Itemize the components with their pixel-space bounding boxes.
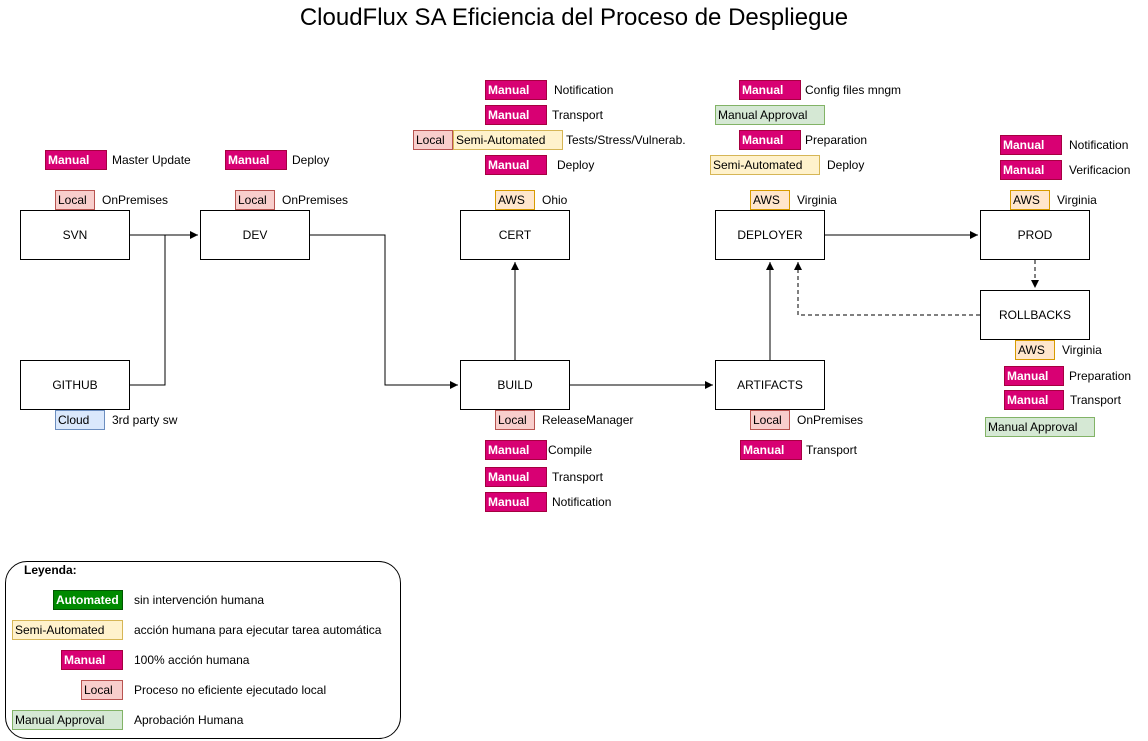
node-deployer[interactable]: DEPLOYER	[715, 210, 825, 260]
legend-desc: 100% acción humana	[134, 653, 250, 667]
tag-manual: Manual	[485, 155, 547, 175]
svn-task-label: Master Update	[112, 153, 191, 167]
tag-semi-automated: Semi-Automated	[453, 130, 563, 150]
github-location-label: 3rd party sw	[112, 413, 178, 427]
tag-manual-approval: Manual Approval	[715, 105, 825, 125]
deployer-task-label: Deploy	[827, 158, 865, 172]
tag-manual: Manual	[739, 80, 801, 100]
build-task-label: Notification	[552, 495, 612, 509]
tag-aws: AWS	[495, 190, 535, 210]
tag-local: Local	[55, 190, 95, 210]
node-prod[interactable]: PROD	[980, 210, 1090, 260]
dev-location-label: OnPremises	[282, 193, 349, 207]
tag-aws: AWS	[1010, 190, 1050, 210]
tag-semi-automated: Semi-Automated	[710, 155, 820, 175]
legend-tag-automated: Automated	[53, 590, 123, 610]
tag-manual: Manual	[485, 440, 547, 460]
deployer-task-label: Config files mngm	[805, 83, 902, 97]
build-location-label: ReleaseManager	[542, 413, 634, 427]
node-rollbacks[interactable]: ROLLBACKS	[980, 290, 1090, 340]
node-cert[interactable]: CERT	[460, 210, 570, 260]
rollbacks-location-label: Virginia	[1062, 343, 1102, 357]
cert-task-label: Deploy	[557, 158, 595, 172]
tag-manual: Manual	[740, 440, 802, 460]
tag-manual: Manual	[1000, 160, 1062, 180]
tag-local: Local	[750, 410, 790, 430]
cert-task-label: Tests/Stress/Vulnerab.	[566, 133, 686, 147]
edge-rollbacks-deployer	[794, 262, 980, 316]
artifacts-task-label: Transport	[806, 443, 857, 457]
tag-aws: AWS	[750, 190, 790, 210]
artifacts-location-label: OnPremises	[797, 413, 864, 427]
tag-manual: Manual	[485, 492, 547, 512]
rollbacks-task-label: Transport	[1070, 393, 1121, 407]
legend-desc: Aprobación Humana	[134, 713, 244, 727]
tag-aws: AWS	[1015, 340, 1055, 360]
cert-location-label: Ohio	[542, 193, 568, 207]
build-task-label: Transport	[552, 470, 603, 484]
legend-desc: acción humana para ejecutar tarea automá…	[134, 623, 382, 637]
prod-location-label: Virginia	[1057, 193, 1097, 207]
legend-desc: Proceso no eficiente ejecutado local	[134, 683, 327, 697]
cert-task-label: Transport	[552, 108, 603, 122]
node-svn[interactable]: SVN	[20, 210, 130, 260]
svn-location-label: OnPremises	[102, 193, 169, 207]
tag-cloud: Cloud	[55, 410, 105, 430]
node-dev[interactable]: DEV	[200, 210, 310, 260]
deployer-location-label: Virginia	[797, 193, 837, 207]
tag-manual: Manual	[1000, 135, 1062, 155]
prod-task-label: Verificacion	[1069, 163, 1131, 177]
legend-tag-manual: Manual	[61, 650, 123, 670]
cert-task-label: Notification	[554, 83, 614, 97]
tag-manual: Manual	[1004, 366, 1064, 386]
tag-local: Local	[495, 410, 535, 430]
edge-dev-build	[310, 234, 458, 389]
node-artifacts[interactable]: ARTIFACTS	[715, 360, 825, 410]
page-title: CloudFlux SA Eficiencia del Proceso de D…	[299, 4, 849, 31]
tag-manual: Manual	[485, 105, 547, 125]
tag-manual: Manual	[485, 80, 547, 100]
rollbacks-task-label: Preparation	[1069, 369, 1132, 383]
tag-manual-approval: Manual Approval	[985, 417, 1095, 437]
tag-manual: Manual	[1004, 390, 1064, 410]
dev-task-label: Deploy	[292, 153, 330, 167]
legend-tag-local: Local	[81, 680, 123, 700]
tag-manual: Manual	[225, 150, 287, 170]
tag-manual: Manual	[45, 150, 107, 170]
node-build[interactable]: BUILD	[460, 360, 570, 410]
legend-box	[5, 561, 401, 739]
legend-desc: sin intervención humana	[134, 593, 265, 607]
node-github[interactable]: GITHUB	[20, 360, 130, 410]
edge-github-dev	[130, 235, 166, 386]
legend-tag-manual-approval: Manual Approval	[12, 710, 123, 730]
build-task-label: Compile	[548, 443, 593, 457]
tag-local: Local	[235, 190, 275, 210]
prod-task-label: Notification	[1069, 138, 1129, 152]
legend-tag-semi-automated: Semi-Automated	[12, 620, 123, 640]
legend-title: Leyenda:	[24, 563, 77, 577]
tag-local: Local	[413, 130, 453, 150]
tag-manual: Manual	[739, 130, 801, 150]
deployer-task-label: Preparation	[805, 133, 868, 147]
tag-manual: Manual	[485, 467, 547, 487]
